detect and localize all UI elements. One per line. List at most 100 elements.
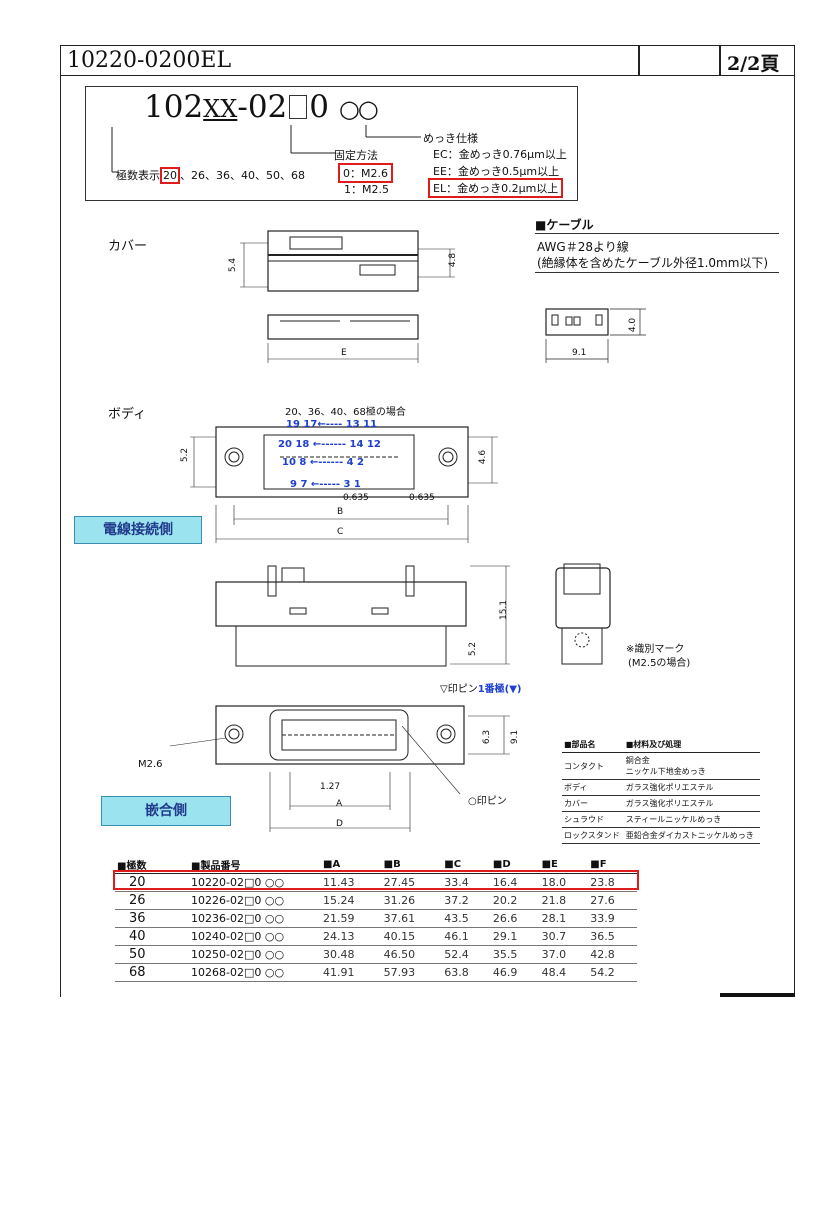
col-e: ■E	[539, 856, 589, 874]
code-circles: ○○	[338, 95, 379, 123]
cell-part-number: 10226-02□0 ○○	[189, 891, 321, 910]
table-row: 40 10240-02□0 ○○ 24.13 40.15 46.1 29.1 3…	[115, 927, 637, 946]
pin1-label-line: ▽印ピン1番極(▼)	[440, 680, 522, 695]
cell-b: 46.50	[381, 945, 443, 964]
fix-option-1: 1：M2.5	[344, 183, 389, 196]
cell-f: 33.9	[588, 909, 637, 928]
cell-poles: 50	[115, 945, 189, 964]
part-name: ロックスタンド	[562, 827, 624, 844]
side-dim-height: 15.1	[499, 599, 510, 621]
title-block: 10220-0200EL 2/2頁	[60, 45, 795, 76]
fix-label: 固定方法	[334, 149, 378, 162]
table-row: 68 10268-02□0 ○○ 41.91 57.93 63.8 46.9 4…	[115, 963, 637, 982]
part-material: ガラス強化ポリエステル	[623, 779, 760, 796]
pins-row1: 19 17←---- 13 11	[286, 419, 378, 430]
mating-pitch: 1.27	[320, 782, 341, 792]
col-b: ■B	[381, 856, 443, 874]
divider	[638, 46, 640, 75]
cover-dim-right: 4.8	[448, 252, 459, 268]
mating-dim-a: A	[336, 799, 343, 809]
circle-pin-label: ○印ピン	[468, 796, 507, 807]
cell-d: 29.1	[490, 927, 540, 946]
part-material: スティールニッケルめっき	[623, 811, 760, 828]
table-row: ロックスタンド 亜鉛合金ダイカストニッケルめっき	[562, 827, 760, 844]
mating-view-drawing	[169, 705, 510, 832]
page-number: 2/2頁	[727, 53, 780, 75]
mark-note-2: (M2.5の場合)	[628, 658, 691, 669]
cell-c: 52.4	[442, 945, 491, 964]
cell-d: 16.4	[490, 873, 540, 892]
part-material: 亜鉛合金ダイカストニッケルめっき	[623, 827, 760, 844]
part-name: シュラウド	[562, 811, 624, 828]
body-dim-b: B	[337, 507, 344, 517]
poles-selected: 20	[160, 167, 180, 184]
page-frame	[60, 45, 795, 997]
cell-part-number: 10236-02□0 ○○	[189, 909, 321, 928]
cell-d: 35.5	[490, 945, 540, 964]
cell-d: 46.9	[490, 963, 540, 982]
cell-part-number: 10268-02□0 ○○	[189, 963, 321, 982]
col-c: ■C	[442, 856, 491, 874]
cell-a: 15.24	[321, 891, 382, 910]
cell-a: 11.43	[321, 873, 382, 892]
cell-a: 24.13	[321, 927, 382, 946]
cable-title: ■ケーブル	[535, 216, 779, 234]
table-row: 50 10250-02□0 ○○ 30.48 46.50 52.4 35.5 3…	[115, 945, 637, 964]
code-tail: 0	[309, 89, 329, 125]
cell-part-number: 10250-02□0 ○○	[189, 945, 321, 964]
table-row: 36 10236-02□0 ○○ 21.59 37.61 43.5 26.6 2…	[115, 909, 637, 928]
body-pitch-1: 0.635	[343, 493, 369, 503]
pins-row4: 9 7 ←----- 3 1	[290, 479, 361, 490]
plating-ee: EE：金めっき0.5μm以上	[433, 165, 560, 178]
cable-dim-width: 9.1	[572, 348, 587, 358]
mark-note-1: ※識別マーク	[626, 644, 685, 655]
cell-d: 20.2	[490, 891, 540, 910]
table-row: ボディ ガラス強化ポリエステル	[562, 779, 760, 796]
cell-f: 54.2	[588, 963, 637, 982]
cell-c: 43.5	[442, 909, 491, 928]
cell-e: 48.4	[539, 963, 589, 982]
col-part-number: ■製品番号	[189, 856, 321, 874]
cell-b: 37.61	[381, 909, 443, 928]
dims-header: ■極数 ■製品番号 ■A ■B ■C ■D ■E ■F	[115, 856, 637, 874]
cell-a: 30.48	[321, 945, 382, 964]
cell-e: 37.0	[539, 945, 589, 964]
col-poles: ■極数	[115, 856, 189, 874]
table-row: 20 10220-02□0 ○○ 11.43 27.45 33.4 16.4 1…	[115, 873, 637, 892]
dimensions-table: ■極数 ■製品番号 ■A ■B ■C ■D ■E ■F 20 10220-02□…	[115, 856, 637, 982]
body-pitch-2: 0.635	[409, 493, 435, 503]
wire-side-label: 電線接続側	[74, 516, 202, 544]
cable-cross-section	[545, 308, 646, 363]
col-a: ■A	[321, 856, 382, 874]
cell-b: 27.45	[381, 873, 443, 892]
cell-poles: 26	[115, 891, 189, 910]
plating-label: めっき仕様	[423, 132, 478, 145]
cover-drawing	[240, 230, 455, 363]
materials-header-part: ■部品名	[562, 737, 624, 753]
pins-row3: 10 8 ←------ 4 2	[282, 457, 364, 468]
cell-e: 28.1	[539, 909, 589, 928]
body-dim-c: C	[337, 527, 344, 537]
cell-b: 31.26	[381, 891, 443, 910]
code-mid: -02	[237, 89, 288, 125]
cell-poles: 20	[115, 873, 189, 892]
part-material: 銅合金 ニッケル下地金めっき	[623, 752, 760, 780]
cell-f: 27.6	[588, 891, 637, 910]
part-name: コンタクト	[562, 752, 624, 780]
code-box-symbol	[289, 95, 308, 119]
table-row: カバー ガラス強化ポリエステル	[562, 795, 760, 812]
part-material: ガラス強化ポリエステル	[623, 795, 760, 812]
cell-a: 41.91	[321, 963, 382, 982]
body-label: ボディ	[108, 407, 147, 422]
cell-poles: 40	[115, 927, 189, 946]
cell-f: 42.8	[588, 945, 637, 964]
pin1-blue-note: 1番極(▼)	[477, 684, 522, 695]
code-leader-lines	[111, 125, 421, 173]
table-row: コンタクト 銅合金 ニッケル下地金めっき	[562, 752, 760, 780]
divider	[719, 46, 721, 75]
fix-option-0: 0：M2.6	[338, 163, 393, 183]
poles-rest: 、26、36、40、50、68	[180, 169, 305, 182]
cover-dim-e: E	[341, 348, 347, 358]
